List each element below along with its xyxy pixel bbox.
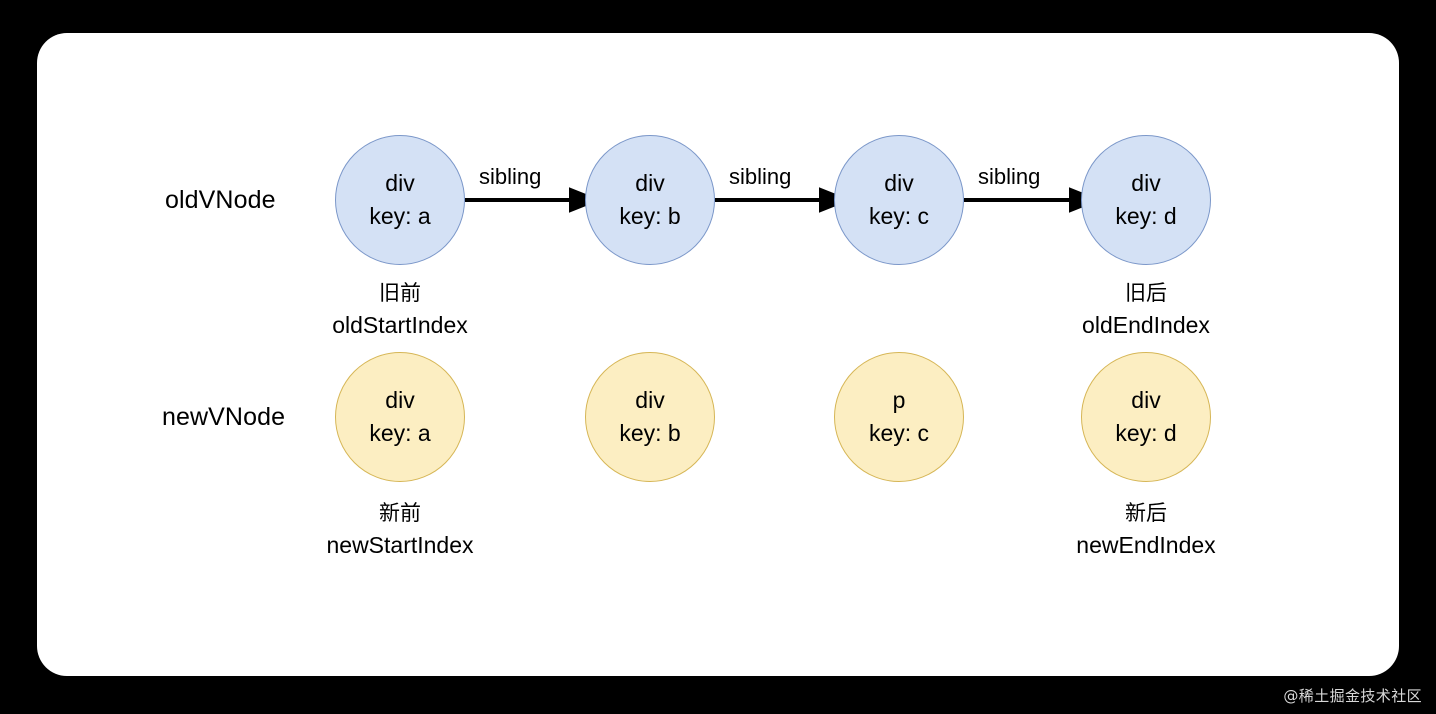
new-node-2[interactable]: p key: c: [834, 352, 964, 482]
old-node-3-tag: div: [1131, 170, 1161, 197]
old-node-1-key: key: b: [619, 203, 681, 229]
old-node-2-key: key: c: [868, 203, 930, 229]
old-node-0-tag: div: [385, 170, 415, 197]
row-label-newvnode: newVNode: [162, 403, 286, 431]
old-node-2-tag: div: [884, 170, 914, 197]
new-node-0-key: key: a: [369, 420, 431, 446]
sibling-arrows: [465, 187, 1101, 213]
old-node-1[interactable]: div key: b: [585, 135, 715, 265]
old-end-index-label: 旧后 oldEndIndex: [1046, 283, 1246, 337]
new-node-1-tag: div: [635, 387, 665, 414]
new-end-index-en: newEndIndex: [1076, 532, 1216, 558]
new-node-1-key: key: b: [619, 420, 681, 446]
old-end-index-en: oldEndIndex: [1082, 312, 1210, 338]
new-start-index-label: 新前 newStartIndex: [300, 503, 500, 557]
old-node-1-tag: div: [635, 170, 665, 197]
new-start-index-en: newStartIndex: [326, 532, 474, 558]
vnode-diff-diagram: oldVNode newVNode div key: a div key: b …: [37, 33, 1399, 676]
old-end-index-cn: 旧后: [1125, 282, 1167, 305]
new-end-index-label: 新后 newEndIndex: [1046, 503, 1246, 557]
new-node-3[interactable]: div key: d: [1081, 352, 1211, 482]
old-start-index-label: 旧前 oldStartIndex: [300, 283, 500, 337]
diagram-card: oldVNode newVNode div key: a div key: b …: [37, 33, 1399, 676]
new-node-2-tag: p: [892, 387, 906, 414]
edge-label-0: sibling: [479, 164, 542, 189]
old-node-3[interactable]: div key: d: [1081, 135, 1211, 265]
new-node-3-key: key: d: [1115, 420, 1177, 446]
edge-label-1: sibling: [729, 164, 792, 189]
old-start-index-cn: 旧前: [379, 282, 421, 305]
new-node-2-key: key: c: [868, 420, 930, 446]
new-start-index-cn: 新前: [379, 502, 421, 525]
new-node-0[interactable]: div key: a: [335, 352, 465, 482]
new-node-1[interactable]: div key: b: [585, 352, 715, 482]
edge-label-2: sibling: [978, 164, 1041, 189]
old-node-0[interactable]: div key: a: [335, 135, 465, 265]
old-start-index-en: oldStartIndex: [332, 312, 468, 338]
new-node-0-tag: div: [385, 387, 415, 414]
row-label-oldvnode: oldVNode: [165, 186, 276, 214]
watermark: @稀土掘金技术社区: [1283, 687, 1422, 705]
old-node-2[interactable]: div key: c: [834, 135, 964, 265]
old-node-3-key: key: d: [1115, 203, 1177, 229]
new-node-3-tag: div: [1131, 387, 1161, 414]
new-end-index-cn: 新后: [1125, 502, 1167, 525]
old-node-0-key: key: a: [369, 203, 431, 229]
